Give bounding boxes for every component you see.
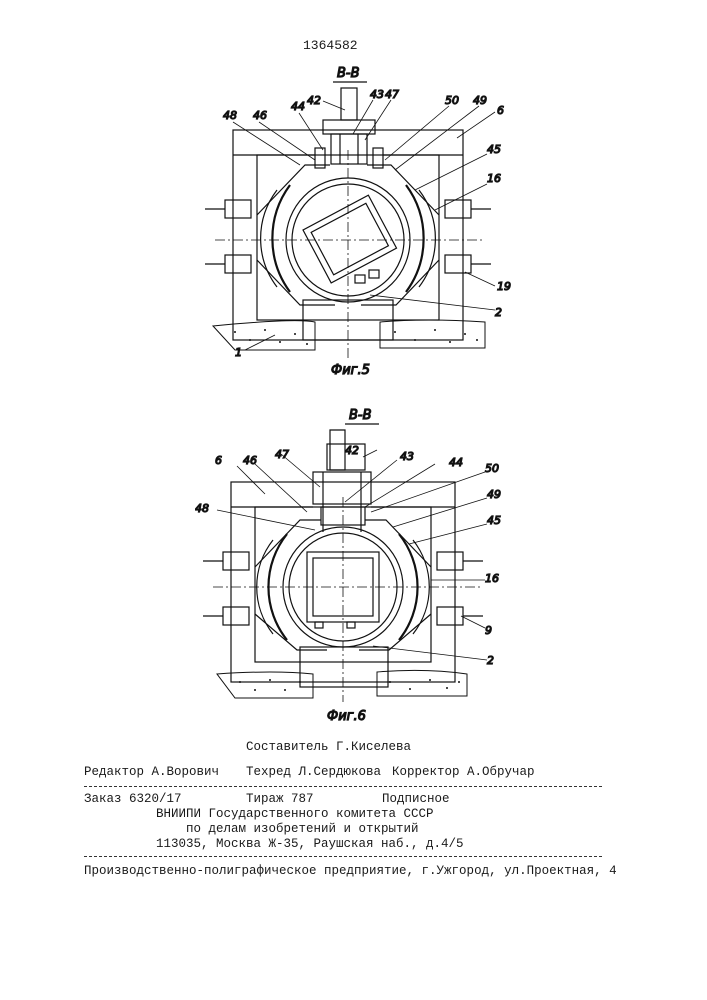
fig6-callout-47: 47 [275, 448, 289, 461]
fig5-callout-45: 45 [487, 143, 501, 156]
compiler-line: Составитель Г.Киселева [246, 740, 411, 754]
figure-5-drawing: В-В [195, 60, 515, 380]
fig6-callout-46: 46 [243, 454, 257, 467]
org-line-2: по делам изобретений и открытий [186, 822, 419, 836]
fig5-callout-46: 46 [253, 109, 267, 122]
fig5-callout-6: 6 [497, 104, 504, 117]
fig6-callout-45: 45 [487, 514, 501, 527]
fig6-callout-16: 16 [485, 572, 499, 585]
order-line: Заказ 6320/17 [84, 792, 182, 806]
patent-number: 1364582 [303, 38, 358, 53]
print-run-line: Тираж 787 [246, 792, 314, 806]
fig6-callout-42: 42 [345, 444, 359, 457]
fig5-callout-49: 49 [473, 94, 487, 107]
techred-line: Техред Л.Сердюкова [246, 765, 381, 779]
figure-6-drawing: В-В [195, 402, 515, 732]
fig5-callout-19: 19 [497, 280, 511, 293]
fig6-callout-48: 48 [195, 502, 209, 515]
fig6-callout-49: 49 [487, 488, 501, 501]
fig5-callout-42: 42 [307, 94, 321, 107]
fig6-callout-2: 2 [487, 654, 494, 667]
fig5-callout-1: 1 [235, 346, 242, 359]
fig5-callout-16: 16 [487, 172, 501, 185]
fig6-caption: Фиг.6 [327, 709, 366, 724]
address-line: 113035, Москва Ж-35, Раушская наб., д.4/… [156, 837, 464, 851]
fig5-callout-44: 44 [291, 100, 305, 113]
fig6-callout-50: 50 [485, 462, 499, 475]
fig5-caption: Фиг.5 [331, 363, 370, 378]
fig5-callout-50: 50 [445, 94, 459, 107]
fig6-callout-44: 44 [449, 456, 463, 469]
org-line-1: ВНИИПИ Государственного комитета СССР [156, 807, 434, 821]
divider-top [84, 786, 602, 787]
fig6-callout-6: 6 [215, 454, 222, 467]
fig5-callout-48: 48 [223, 109, 237, 122]
fig5-callout-43: 43 [370, 88, 384, 101]
divider-bottom [84, 856, 602, 857]
fig6-section-label: В-В [349, 408, 372, 423]
subscription-line: Подписное [382, 792, 450, 806]
fig5-section-label: В-В [337, 66, 360, 81]
fig5-callout-47: 47 [385, 88, 399, 101]
fig6-callout-9: 9 [485, 624, 492, 637]
corrector-line: Корректор А.Обручар [392, 765, 535, 779]
editor-line: Редактор А.Ворович [84, 765, 219, 779]
fig6-callout-43: 43 [400, 450, 414, 463]
fig5-callout-2: 2 [495, 306, 502, 319]
printer-line: Производственно-полиграфическое предприя… [84, 864, 617, 878]
